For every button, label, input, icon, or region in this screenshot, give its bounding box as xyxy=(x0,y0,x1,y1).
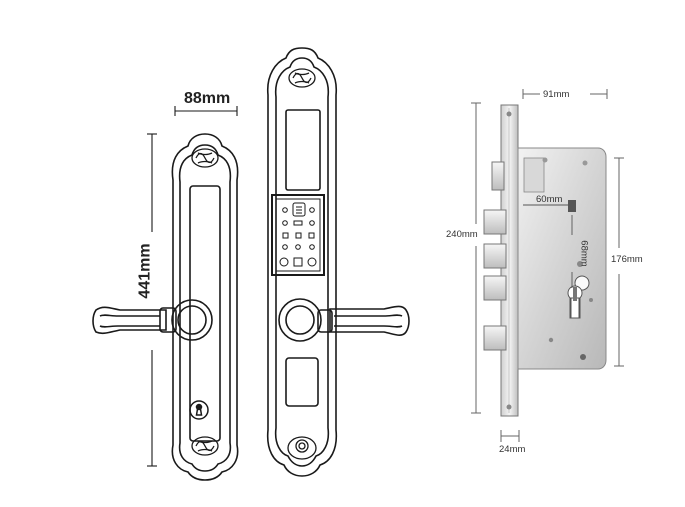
front-handle-plate xyxy=(266,47,338,477)
handle-height-label: 441mm xyxy=(136,243,154,299)
front-bottom-cap-icon xyxy=(287,436,317,460)
back-bottom-ornament-icon xyxy=(191,436,219,456)
back-top-ornament-icon xyxy=(191,148,219,168)
faceplate-width-dimension-line xyxy=(500,430,520,442)
lock-width-label: 91mm xyxy=(543,89,570,100)
lock-case xyxy=(517,147,607,370)
front-lever-handle xyxy=(278,298,410,342)
keyhole-icon xyxy=(189,400,209,420)
handle-width-label: 88mm xyxy=(184,90,231,107)
faceplate-width-label: 24mm xyxy=(499,444,526,455)
lock-bolts xyxy=(483,161,507,351)
lock-height-dimension-line xyxy=(471,102,481,414)
center-distance-label: 68mm xyxy=(578,240,590,267)
lock-width-dimension-line xyxy=(522,89,608,99)
faceplate-height-label: 176mm xyxy=(611,254,643,265)
faceplate-height-dimension-line xyxy=(614,157,624,367)
back-lever-handle xyxy=(92,299,213,341)
keypad-panel xyxy=(271,194,325,276)
backset-label: 60mm xyxy=(536,194,563,205)
front-top-ornament-icon xyxy=(288,68,316,88)
height-dimension-line xyxy=(147,133,157,467)
width-dimension-line xyxy=(174,106,238,116)
back-handle-plate xyxy=(171,133,239,481)
lock-height-label: 240mm xyxy=(446,229,478,240)
